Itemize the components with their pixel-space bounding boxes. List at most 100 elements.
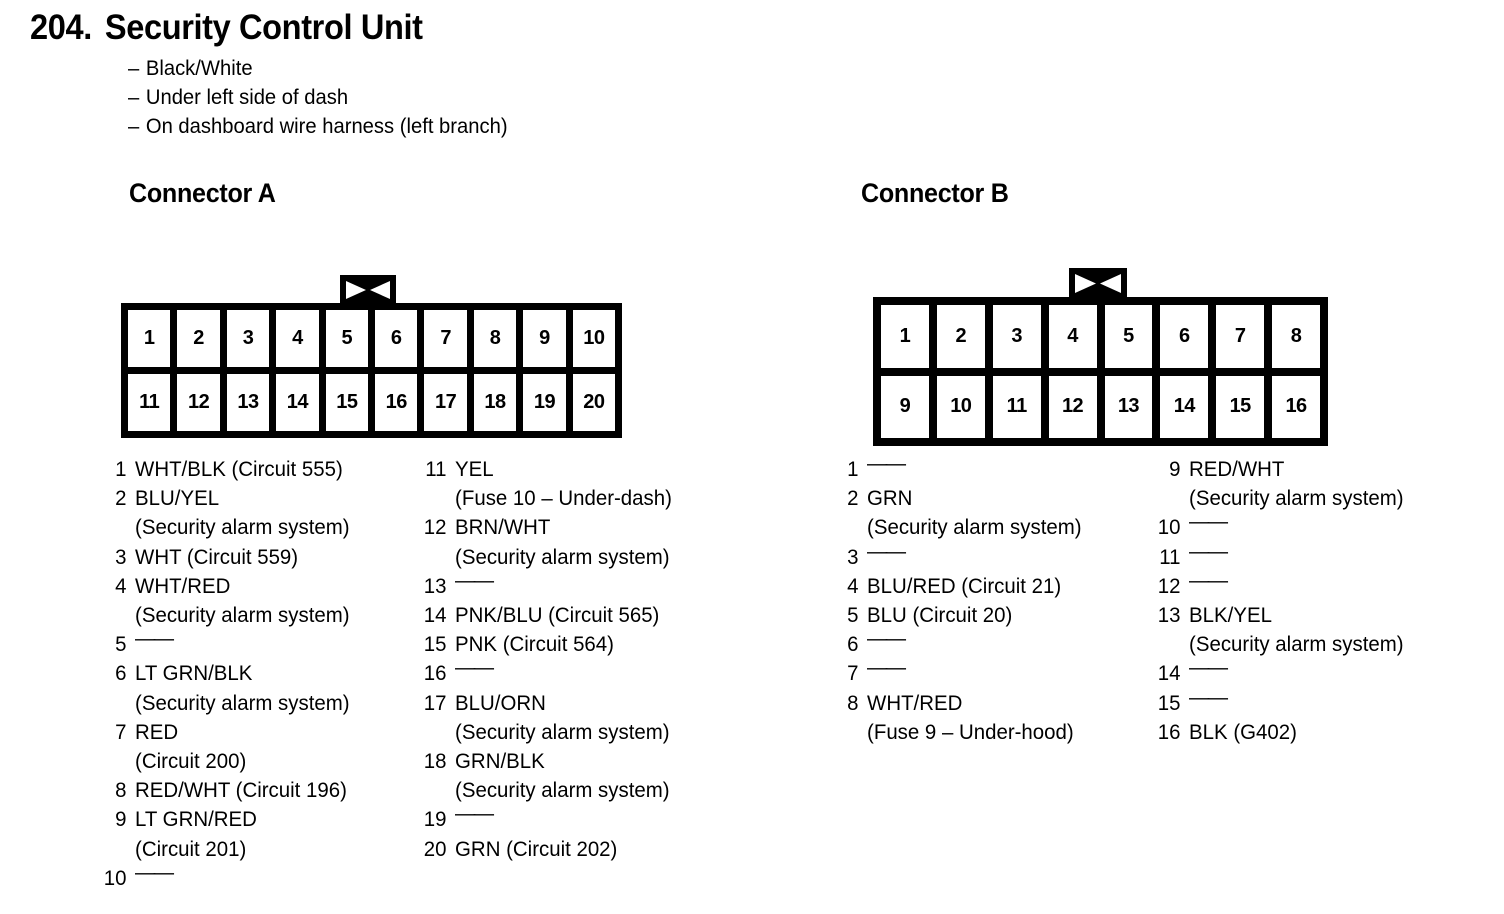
pin-number: 3: [847, 544, 859, 569]
pin-number: 8: [847, 690, 859, 715]
pin-cell-13[interactable]: 13: [1104, 375, 1153, 438]
pin-cell-7[interactable]: 7: [1216, 305, 1265, 368]
pin-entry: 11——: [1152, 539, 1404, 572]
pin-circuit-note: (Security alarm system): [455, 719, 670, 744]
pin-wire-label: GRN: [867, 486, 913, 511]
pin-wire-label: ——: [135, 626, 174, 659]
pin-cell-8[interactable]: 8: [473, 310, 517, 367]
pin-wire-label: ——: [1189, 568, 1228, 601]
pin-wire-label: WHT/RED: [867, 690, 963, 715]
pin-wire-label: YEL: [455, 457, 494, 481]
pin-cell-2[interactable]: 2: [936, 305, 985, 368]
pin-wire-label: ——: [867, 655, 906, 688]
pin-number: 2: [847, 486, 859, 511]
pin-cell-5[interactable]: 5: [325, 310, 369, 367]
pin-wire-label: RED/WHT (Circuit 196): [135, 778, 347, 803]
pin-entry: 3——: [830, 539, 1082, 572]
pin-cell-4[interactable]: 4: [1048, 305, 1097, 368]
pin-cell-4[interactable]: 4: [276, 310, 319, 367]
pin-wire-label: ——: [867, 626, 906, 659]
pin-description-block: BLU/YEL(Security alarm system): [135, 484, 350, 542]
pin-number: 17: [423, 690, 447, 715]
pin-description-block: LT GRN/RED(Circuit 201): [135, 805, 257, 863]
pin-cell-6[interactable]: 6: [1160, 305, 1209, 368]
pin-number: 18: [423, 749, 447, 774]
pin-cell-1[interactable]: 1: [128, 310, 171, 367]
pin-cell-15[interactable]: 15: [1216, 375, 1265, 438]
pin-wire-label: WHT/BLK (Circuit 555): [135, 457, 343, 481]
pin-no-connection-dash: ——: [135, 859, 174, 884]
pin-cell-15[interactable]: 15: [325, 374, 369, 431]
pin-cell-3[interactable]: 3: [992, 305, 1041, 368]
pin-number: 10: [103, 865, 127, 890]
pin-circuit-note: (Security alarm system): [867, 515, 1082, 540]
pin-wire-label: BLU/RED (Circuit 21): [867, 573, 1062, 598]
pin-description-block: BRN/WHT(Security alarm system): [455, 513, 670, 571]
pin-number: 16: [1157, 719, 1181, 744]
page-header: 204. Security Control Unit –Black/White–…: [30, 8, 532, 141]
pin-cell-9[interactable]: 9: [523, 310, 566, 367]
pin-cell-11[interactable]: 11: [992, 375, 1041, 438]
pin-cell-10[interactable]: 10: [936, 375, 985, 438]
pin-wire-label: RED: [135, 719, 179, 744]
section-title: Security Control Unit: [104, 8, 423, 47]
pin-number: 13: [1157, 603, 1181, 628]
pin-wire-label: ——: [135, 860, 174, 893]
pin-description-block: YEL(Fuse 10 – Under-dash): [455, 455, 672, 513]
pin-wire-label: BLU/ORN: [455, 690, 546, 715]
pin-number: 7: [115, 719, 127, 744]
pin-number: 11: [1159, 544, 1181, 569]
pin-circuit-note: (Security alarm system): [135, 515, 350, 540]
pin-cell-3[interactable]: 3: [226, 310, 270, 367]
pin-cell-10[interactable]: 10: [572, 310, 616, 367]
pin-number: 6: [115, 661, 127, 686]
pin-entry: 19——: [418, 801, 672, 834]
bullet-dash-icon: –: [128, 56, 140, 80]
pin-cell-12[interactable]: 12: [1048, 375, 1097, 438]
pin-cell-20[interactable]: 20: [572, 374, 616, 431]
pin-description-block: ——: [867, 626, 906, 659]
pin-cell-9[interactable]: 9: [881, 375, 929, 438]
pin-description-block: GRN (Security alarm system): [867, 484, 1082, 542]
pin-entry: 17 BLU/ORN (Security alarm system): [418, 689, 672, 747]
pin-cell-18[interactable]: 18: [473, 374, 517, 431]
pin-number: 2: [115, 486, 127, 511]
pin-cell-14[interactable]: 14: [276, 374, 319, 431]
pin-cell-11[interactable]: 11: [128, 374, 171, 431]
pin-wire-label: ——: [1189, 509, 1228, 542]
pin-cell-14[interactable]: 14: [1160, 375, 1209, 438]
connector-a-heading: Connector A: [129, 178, 276, 208]
pin-cell-6[interactable]: 6: [375, 310, 418, 367]
pin-cell-2[interactable]: 2: [177, 310, 220, 367]
pin-wire-label: ——: [867, 451, 906, 484]
pin-description-block: GRN (Circuit 202): [455, 835, 617, 864]
pin-cell-19[interactable]: 19: [523, 374, 566, 431]
pin-cell-1[interactable]: 1: [881, 305, 929, 368]
pin-number: 4: [115, 573, 127, 598]
pin-cell-17[interactable]: 17: [424, 374, 467, 431]
pin-cell-16[interactable]: 16: [375, 374, 418, 431]
pin-cell-8[interactable]: 8: [1272, 305, 1320, 368]
unit-note-label: Under left side of dash: [145, 85, 349, 109]
pin-description-block: WHT/BLK (Circuit 555): [135, 455, 343, 484]
unit-note-label: Black/White: [145, 56, 253, 80]
pin-wire-label: WHT/RED: [135, 573, 231, 598]
pin-cell-5[interactable]: 5: [1104, 305, 1153, 368]
pin-cell-12[interactable]: 12: [177, 374, 220, 431]
pin-cell-16[interactable]: 16: [1272, 375, 1320, 438]
pin-description-block: ——: [455, 568, 494, 601]
pin-description-block: WHT/RED(Security alarm system): [135, 572, 350, 630]
unit-note: –On dashboard wire harness (left branch): [128, 112, 508, 141]
pin-cell-7[interactable]: 7: [424, 310, 467, 367]
pin-cell-13[interactable]: 13: [226, 374, 270, 431]
pin-no-connection-dash: ——: [867, 626, 906, 651]
